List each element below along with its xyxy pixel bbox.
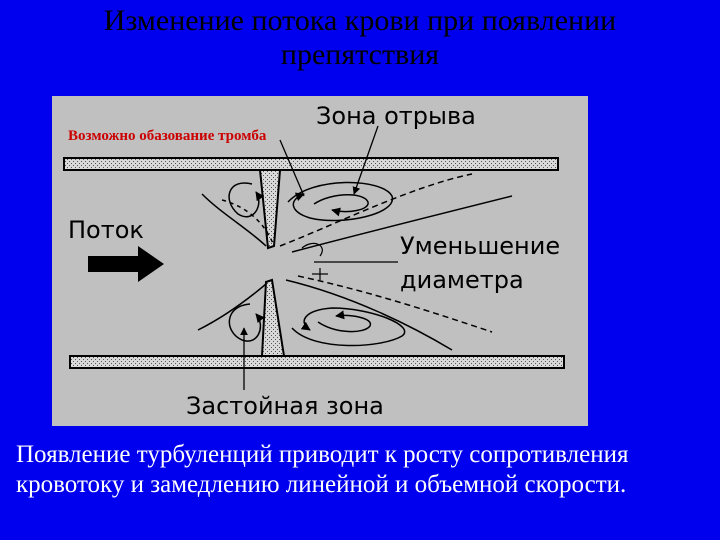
- leader-lines: [240, 125, 398, 390]
- constriction-marker: [301, 242, 328, 280]
- label-separation-zone: Зона отрыва: [316, 102, 476, 130]
- obstruction-lower: [260, 278, 286, 357]
- vessel-lower-wall: [69, 355, 565, 369]
- flow-obstruction-diagram: Возможно обазование тромба Зона отрыва П…: [52, 96, 588, 426]
- label-flow: Поток: [68, 216, 144, 244]
- vessel-upper-wall: [63, 157, 559, 171]
- caption-line1: Появление турбуленций приводит к росту с…: [16, 441, 629, 468]
- upper-separation-vortices: [279, 173, 513, 253]
- label-diameter-line2: диаметра: [400, 266, 524, 294]
- slide-title: Изменение потока крови при появлении пре…: [0, 4, 720, 72]
- label-diameter-line1: Уменьшение: [400, 232, 560, 260]
- lower-separation-vortices: [285, 275, 493, 351]
- caption-line2: кровотоку и замедлению линейной и объемн…: [16, 471, 627, 498]
- label-stagnant-zone: Застойная зона: [186, 392, 384, 420]
- slide-title-line2: препятствия: [280, 38, 440, 71]
- slide-title-line1: Изменение потока крови при появлении: [103, 4, 617, 37]
- label-thrombus: Возможно обазование тромба: [68, 128, 267, 144]
- flow-arrow-icon: [88, 246, 164, 282]
- upstream-vortices: [228, 182, 265, 342]
- slide-caption: Появление турбуленций приводит к росту с…: [16, 440, 716, 500]
